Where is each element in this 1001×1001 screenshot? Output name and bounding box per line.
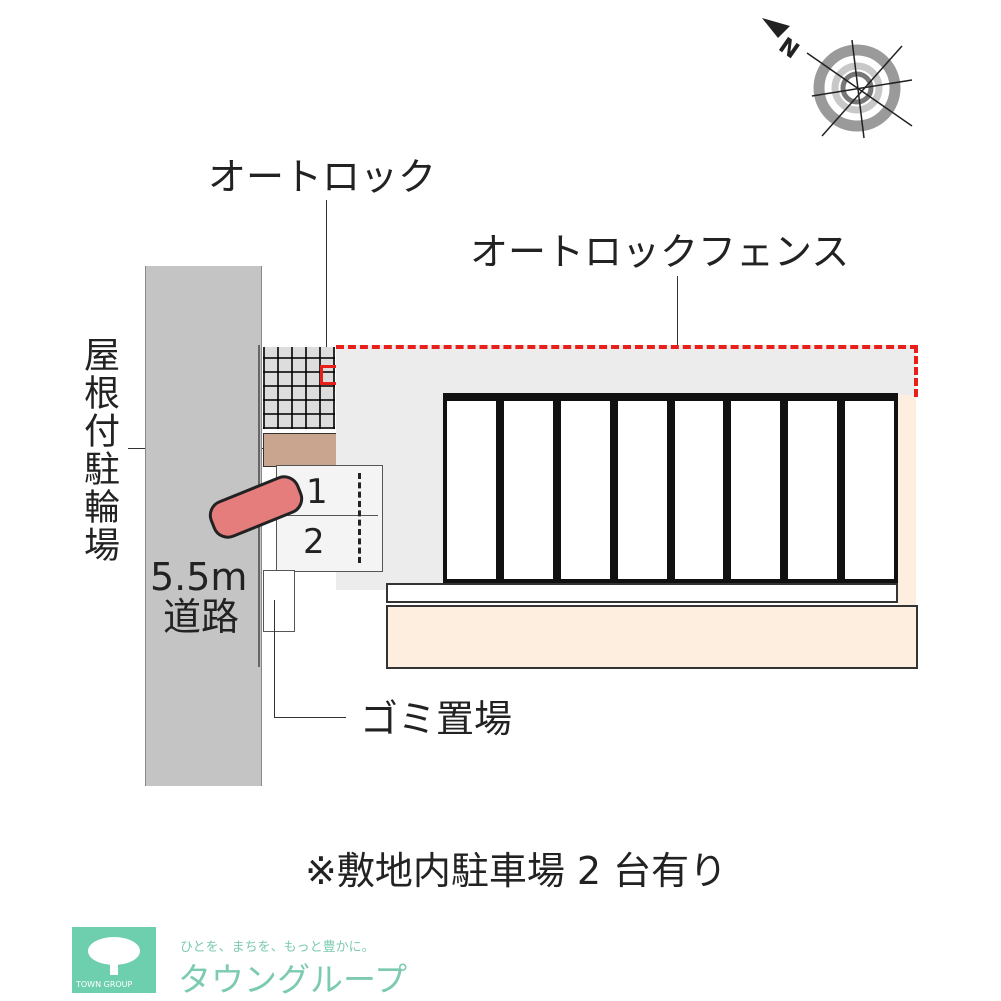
logo-name: タウングループ [178, 960, 408, 999]
bicycle-roof [263, 433, 337, 467]
apartment-units [443, 393, 898, 583]
autolock-fence-label: オートロックフェンス [470, 230, 850, 274]
fence-leader-line [677, 276, 678, 346]
autolock-leader-line [326, 200, 327, 375]
autolock-label: オートロック [208, 155, 437, 199]
garbage-label: ゴミ置場 [360, 697, 513, 741]
parking-1-label: 1 [306, 472, 328, 512]
site-plan: 1 2 [204, 345, 918, 669]
parking-2-label: 2 [303, 522, 325, 562]
parking-note: ※敷地内駐車場 2 台有り [305, 849, 728, 893]
compass-icon: N [752, 8, 922, 148]
autolock-fence [336, 345, 918, 397]
town-group-logo: TOWN GROUP [72, 927, 156, 993]
svg-text:N: N [774, 33, 803, 64]
road-width-label: 5.5m [150, 555, 248, 599]
logo-badge-text: TOWN GROUP [76, 980, 133, 989]
garden-strip [386, 605, 918, 669]
entrance-tile [263, 347, 335, 429]
road-label: 道路 [163, 595, 240, 639]
garbage-leader-h [274, 717, 346, 718]
bicycle-parking-label: 屋根付駐輪場 [78, 336, 119, 564]
parking-space-1[interactable] [280, 470, 378, 516]
logo-slogan: ひとを、まちを、もっと豊かに。 [180, 940, 375, 955]
garbage-leader-v [274, 600, 275, 718]
garbage-area [263, 570, 295, 632]
